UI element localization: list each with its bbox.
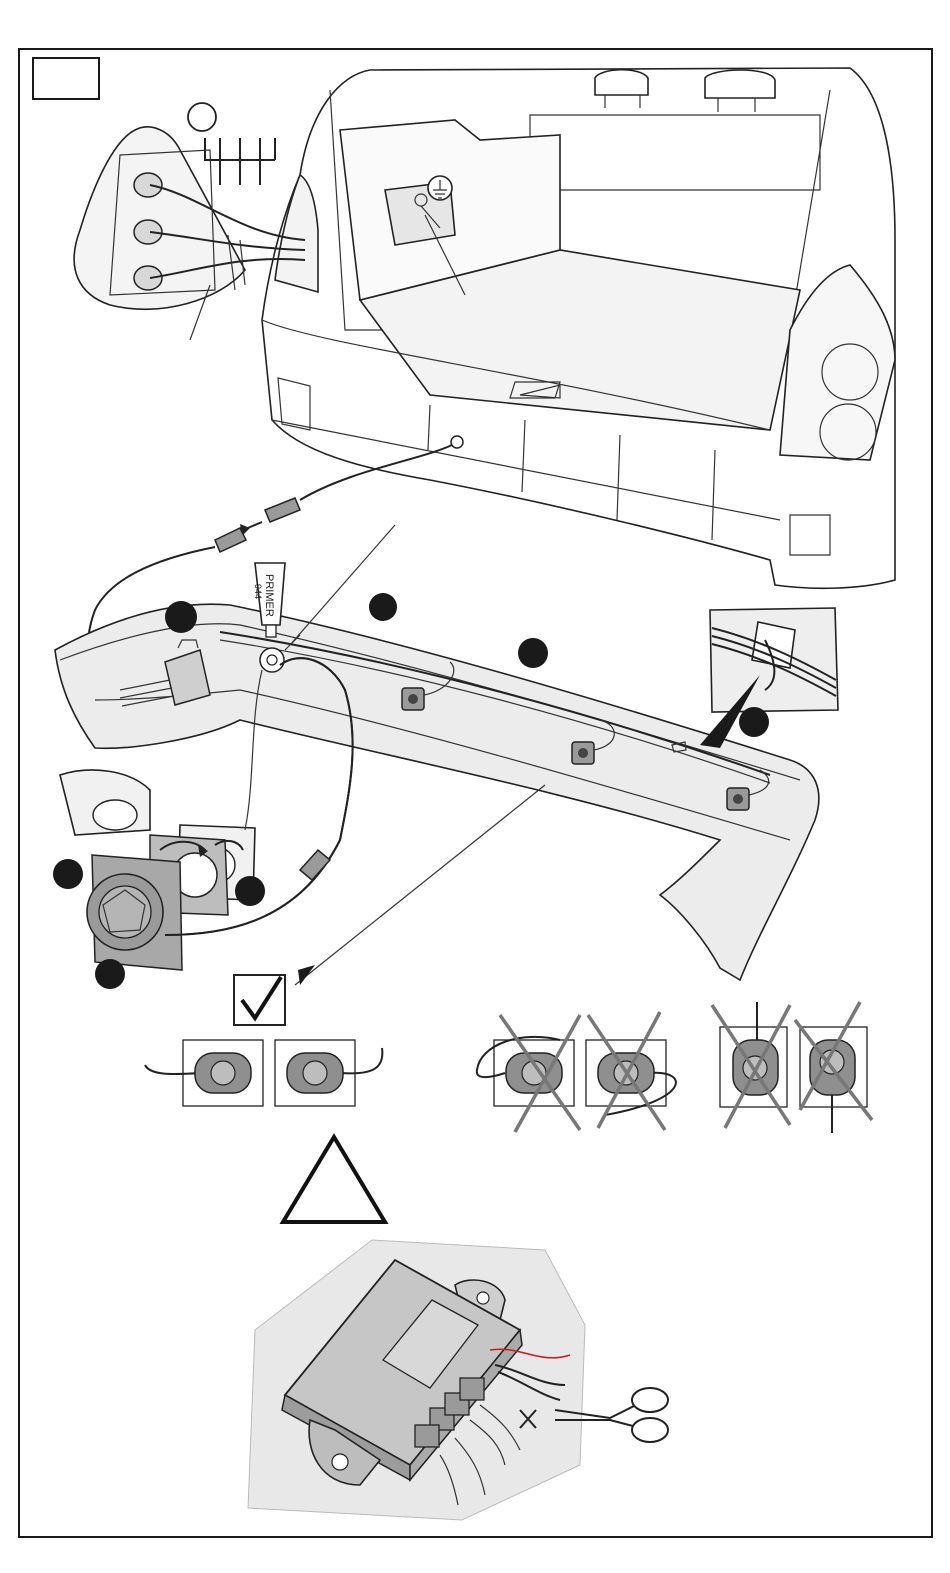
incorrect-orientation-horizontal — [477, 1012, 676, 1132]
control-module-inset — [248, 1240, 668, 1520]
primer-label-line1: PRIMER — [263, 574, 275, 617]
detail-leader-arrow — [298, 965, 315, 985]
car-rear-illustration — [262, 68, 895, 588]
correct-orientation-example — [145, 975, 382, 1106]
callout-bullet — [95, 959, 125, 989]
callout-bullet — [518, 638, 548, 668]
callout-bullet — [53, 859, 83, 889]
primer-label-line2: 944 — [253, 584, 263, 599]
detail-leader-line — [295, 785, 545, 985]
callout-bullet — [235, 876, 265, 906]
callout-bullet — [165, 601, 197, 633]
gearshift-pattern-icon — [188, 103, 275, 185]
callout-bullet — [739, 707, 769, 737]
callout-bullet — [369, 593, 397, 621]
warning-triangle-icon — [283, 1137, 385, 1222]
incorrect-orientation-vertical — [712, 1002, 872, 1133]
